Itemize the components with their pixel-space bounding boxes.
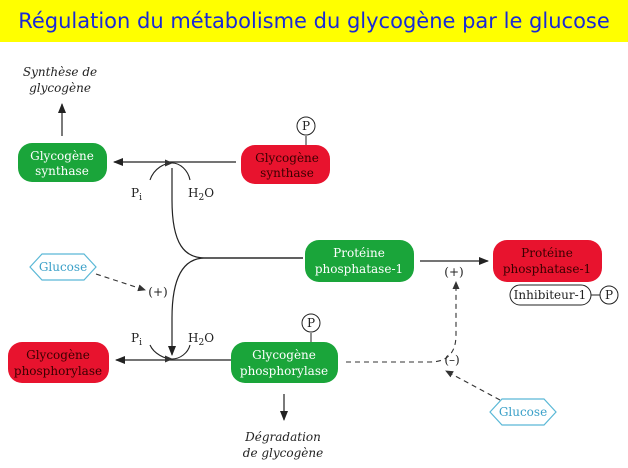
node-gs-active-line2: synthase [35,164,89,178]
node-gs-phospho-line2: synthase [260,166,314,180]
node-glycogen-phosphorylase-inactive [8,342,109,383]
page-title: Régulation du métabolisme du glycogène p… [18,9,610,33]
node-gp-inactive-line2: phosphorylase [14,364,102,378]
node-pp1-inhibited-line2: phosphatase-1 [503,262,591,276]
synthesis-label-line2: glycogène [29,81,91,95]
synthesis-label-line1: Synthèse de [23,65,97,79]
glucose-label-left: Glucose [39,260,87,274]
pi-label-top: Pi [131,186,142,203]
node-pp1-inhibited-line1: Protéine [521,246,573,260]
degradation-label-line1: Dégradation [244,430,321,444]
node-protein-phosphatase-1-inhibited [493,240,602,282]
node-glycogen-synthase-phospho [241,145,330,184]
phosphate-icon-gs [296,116,316,136]
node-gp-inactive-line1: Glycogène [26,348,90,362]
glucose-hexagon-right [489,398,557,426]
gp-dashed-activation [346,281,460,363]
node-pp1-active-line1: Protéine [333,246,385,260]
glucose-left-dashed-arrow [95,273,146,292]
node-gp-active-line2: phosphorylase [240,364,328,378]
title-bar: Régulation du métabolisme du glycogène p… [0,0,628,42]
phosphate-icon-inhibitor [599,285,619,305]
phosphate-icon-gp [301,313,321,333]
node-protein-phosphatase-1-active [305,240,414,282]
phosphate-label-inhibitor: P [605,288,613,302]
plus-label-glucose: (+) [148,285,167,299]
node-gp-active-line1: Glycogène [252,348,316,362]
phosphate-label-gp: P [307,316,315,330]
pi-label-bottom: Pi [131,331,142,348]
glucose-label-right: Glucose [499,405,547,419]
node-pp1-active-line2: phosphatase-1 [315,262,403,276]
pp1-to-bottom-reaction [168,257,303,356]
node-glycogen-synthase-active [18,143,107,182]
glucose-hexagon-left [29,253,97,281]
h2o-label-bottom: H2O [188,331,214,348]
node-gs-phospho-line1: Glycogène [255,151,319,165]
inhibitor-1-label: Inhibiteur-1 [514,288,587,302]
phosphate-label-gs: P [302,119,310,133]
degradation-label-line2: de glycogène [243,446,323,460]
node-glycogen-phosphorylase-active [231,342,338,383]
h2o-label-top: H2O [188,186,214,203]
glucose-right-dashed-arrow [445,370,501,401]
glycogen-regulation-diagram: Synthèse de glycogène Glycogène synthase… [8,65,619,460]
node-gs-active-line1: Glycogène [30,149,94,163]
minus-label: (–) [444,353,459,367]
plus-label-pp1: (+) [444,265,463,279]
